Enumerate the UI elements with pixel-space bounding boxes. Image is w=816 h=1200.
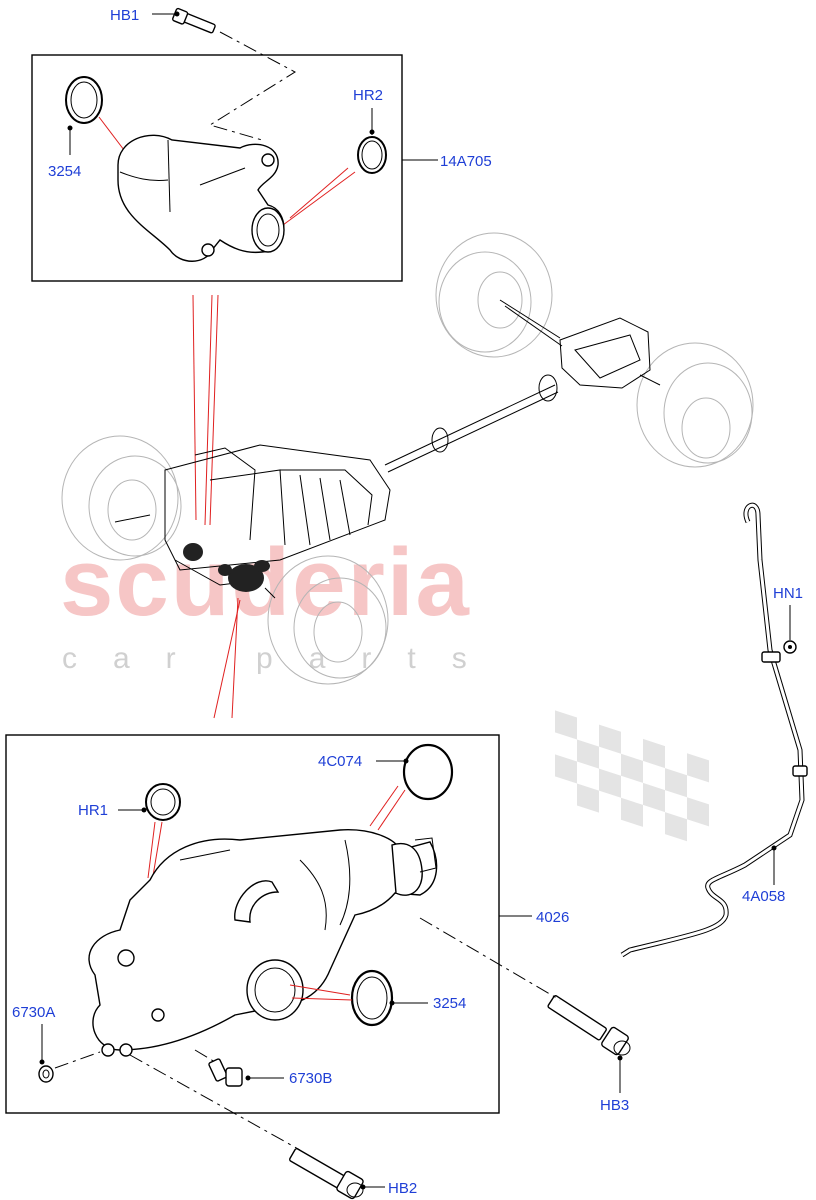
bolt-hb2	[289, 1148, 364, 1200]
label-hr2: HR2	[353, 87, 383, 104]
label-14a705: 14A705	[440, 153, 492, 170]
vehicle-drivetrain	[61, 232, 754, 685]
bolt-hb3	[547, 995, 631, 1056]
bolt-hb1	[172, 7, 216, 34]
label-6730b: 6730B	[289, 1070, 332, 1087]
label-hb2: HB2	[388, 1180, 417, 1197]
bottom-detail-box: 4026 4C074 HR1	[5, 734, 569, 1114]
label-hb1: HB1	[110, 7, 139, 24]
seal-3254-bottom	[350, 969, 394, 1027]
label-hn1: HN1	[773, 585, 803, 602]
label-3254-bottom: 3254	[433, 995, 466, 1012]
seal-hr2	[357, 136, 387, 174]
watermark-brand: scuderia	[60, 529, 471, 636]
watermark: scuderia car parts	[60, 529, 709, 842]
watermark-subtitle: car parts	[62, 642, 503, 675]
label-3254-top: 3254	[48, 163, 81, 180]
label-4a058: 4A058	[742, 888, 785, 905]
transfer-case-highlight	[183, 543, 270, 592]
output-housing-14a705	[117, 134, 285, 262]
label-hb3: HB3	[600, 1097, 629, 1114]
checker-flag-icon	[555, 710, 709, 842]
top-detail-box: 14A705 3254 HR2	[31, 54, 492, 282]
label-4c074: 4C074	[318, 753, 362, 770]
seal-hr1	[145, 783, 181, 821]
seal-3254-top	[65, 76, 103, 124]
label-4026: 4026	[536, 909, 569, 926]
label-6730a: 6730A	[12, 1004, 55, 1021]
plug-6730b	[208, 1058, 243, 1087]
seal-4c074	[402, 743, 454, 801]
breather-pipe-4a058	[620, 502, 808, 958]
plug-6730a	[38, 1065, 54, 1083]
label-hr1: HR1	[78, 802, 108, 819]
front-differential-4026	[88, 829, 438, 1057]
